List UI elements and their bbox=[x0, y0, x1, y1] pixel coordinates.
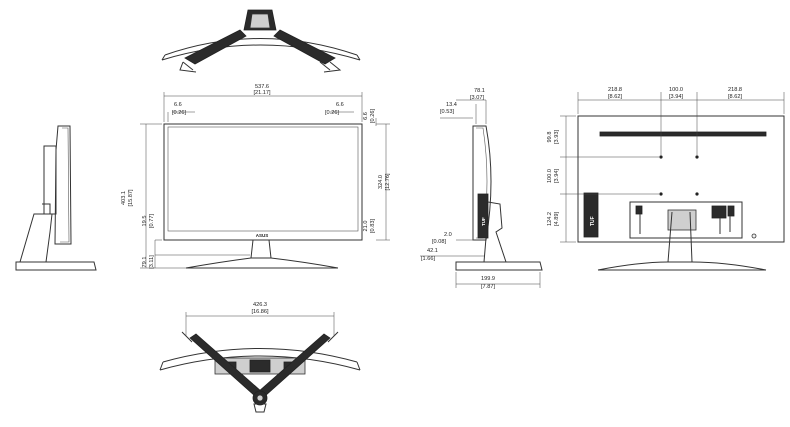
left-side-view bbox=[15, 125, 97, 271]
dim-base-width-in: [16.86] bbox=[251, 309, 269, 315]
dim-panel-height-mm: 324.0 bbox=[378, 175, 384, 189]
dim-rear-bottom-mm: 124.2 bbox=[547, 212, 553, 226]
dim-side-top-depth-mm: 78.1 bbox=[474, 88, 485, 94]
dim-rear-vesa-h-mm: 100.0 bbox=[547, 169, 553, 183]
dim-rear-right-mm: 218.8 bbox=[728, 87, 742, 93]
dim-bottom-to-panel-in: [0.77] bbox=[149, 214, 155, 228]
side-dimension-labels: 78.1 [3.07] 13.4 [0.53] 2.0 [0.08] 42.1 … bbox=[421, 88, 495, 290]
dim-side-base-offset-in: [1.66] bbox=[421, 256, 435, 262]
right-side-view: TUF bbox=[420, 99, 543, 288]
front-dimension-labels: 537.6 [21.17] 6.6 [0.26] 6.6 [0.26] 6.6 … bbox=[121, 84, 391, 269]
dim-rear-vesa-h-in: [3.94] bbox=[554, 169, 560, 183]
dim-side-tilt-mm: 2.0 bbox=[444, 232, 452, 238]
dim-base-width-mm: 426.3 bbox=[253, 302, 267, 308]
dim-side-base-depth-in: [7.87] bbox=[481, 284, 495, 290]
bottom-view bbox=[159, 312, 361, 413]
dim-panel-height-in: [12.76] bbox=[385, 173, 391, 191]
dim-right-bezel-mm: 6.6 bbox=[336, 102, 344, 108]
dim-rear-left-in: [8.62] bbox=[608, 94, 622, 100]
dim-top-width-mm: 537.6 bbox=[255, 84, 269, 90]
dim-top-bezel-mm: 6.6 bbox=[363, 112, 369, 120]
dim-bottom-to-panel-mm: 19.5 bbox=[142, 216, 148, 227]
brand-logo: ASUS bbox=[256, 233, 269, 238]
dim-side-curve-depth-in: [0.53] bbox=[440, 109, 454, 115]
dim-bottom-bezel-mm: 21.0 bbox=[363, 221, 369, 232]
front-view: ASUS bbox=[140, 92, 390, 269]
dim-left-bezel-mm: 6.6 bbox=[174, 102, 182, 108]
side-logo: TUF bbox=[481, 217, 486, 226]
dim-rear-right-in: [8.62] bbox=[728, 94, 742, 100]
top-view bbox=[161, 9, 361, 73]
rear-logo: TUF bbox=[590, 216, 596, 226]
dim-rear-top-in: [3.93] bbox=[554, 130, 560, 144]
dim-rear-top-mm: 99.8 bbox=[547, 132, 553, 143]
bottom-dimension-labels: 426.3 [16.86] bbox=[251, 302, 269, 315]
dim-rear-vesa-w-mm: 100.0 bbox=[669, 87, 683, 93]
dim-overall-height-mm: 403.1 bbox=[121, 191, 127, 205]
dim-side-top-depth-in: [3.07] bbox=[470, 95, 484, 101]
dim-left-bezel-in: [0.26] bbox=[172, 110, 186, 116]
dim-base-height-mm: 79.1 bbox=[142, 257, 148, 268]
dim-base-height-in: [3.11] bbox=[149, 255, 155, 269]
dim-overall-height-in: [15.87] bbox=[128, 189, 134, 207]
rear-view: TUF bbox=[560, 92, 785, 271]
dim-side-base-depth-mm: 199.9 bbox=[481, 276, 495, 282]
rear-dimension-labels: 218.8 [8.62] 100.0 [3.94] 218.8 [8.62] 9… bbox=[547, 87, 742, 226]
dim-rear-vesa-w-in: [3.94] bbox=[669, 94, 683, 100]
dim-side-base-offset-mm: 42.1 bbox=[427, 248, 438, 254]
dim-bottom-bezel-in: [0.83] bbox=[370, 219, 376, 233]
dim-side-curve-depth-mm: 13.4 bbox=[446, 102, 457, 108]
dim-rear-bottom-in: [4.89] bbox=[554, 212, 560, 226]
dim-right-bezel-in: [0.26] bbox=[325, 110, 339, 116]
dim-rear-left-mm: 218.8 bbox=[608, 87, 622, 93]
dim-top-bezel-in: [0.26] bbox=[370, 109, 376, 123]
dim-top-width-in: [21.17] bbox=[253, 90, 271, 96]
dim-side-tilt-in: [0.08] bbox=[432, 239, 446, 245]
